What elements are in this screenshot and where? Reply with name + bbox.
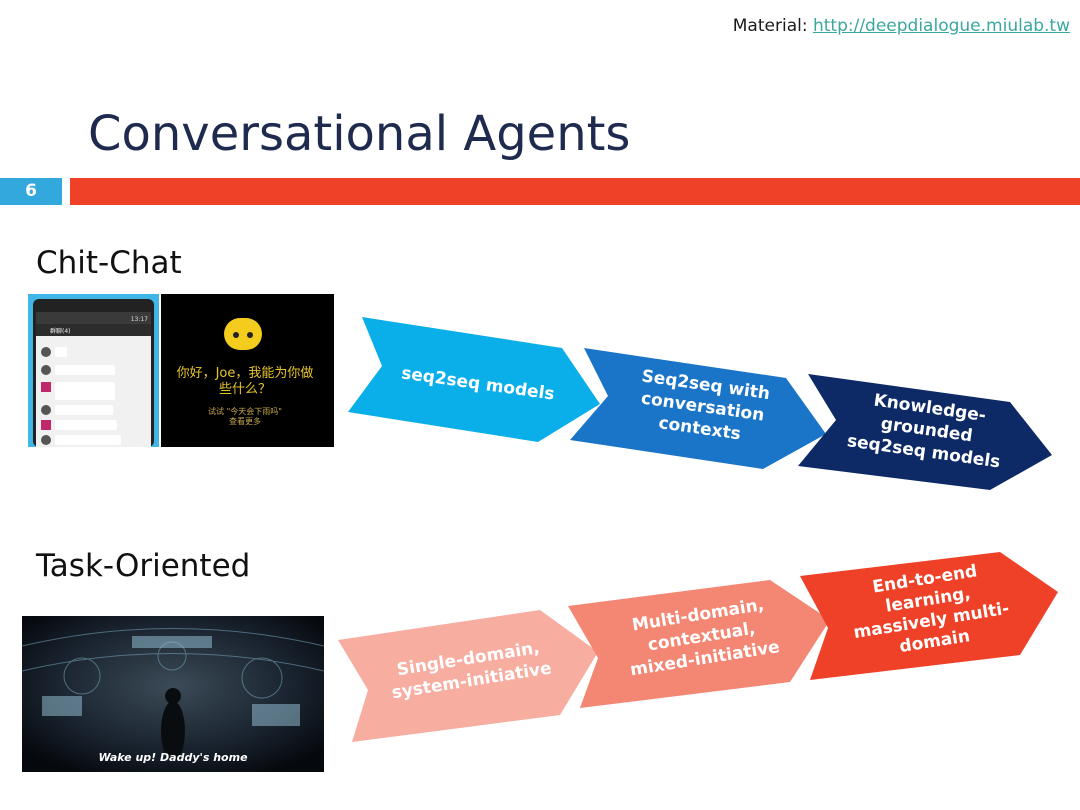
- arrow-single-domain: Single-domain, system-initiative: [338, 610, 598, 742]
- slide-number: 6: [0, 178, 62, 205]
- material-link[interactable]: http://deepdialogue.miulab.tw: [812, 16, 1070, 36]
- assistant-greeting-line1: 你好，Joe，我能为你做: [177, 366, 314, 381]
- arrow-seq2seq-models: seq2seq models: [348, 317, 600, 442]
- chat-app-screenshot: 13:17 群聊(4): [28, 294, 159, 447]
- title-accent-bar: [70, 178, 1080, 205]
- section-chitchat: Chit-Chat: [36, 245, 182, 281]
- movie-caption: Wake up! Daddy's home: [98, 751, 248, 764]
- arrow-seq2seq-context: Seq2seq with conversation contexts: [570, 348, 826, 469]
- phone-time: 13:17: [131, 316, 148, 323]
- section-task-oriented: Task-Oriented: [36, 548, 251, 584]
- assistant-greeting-line2: 些什么？: [219, 382, 271, 397]
- arrow-multi-domain: Multi-domain, contextual, mixed-initiati…: [568, 580, 830, 708]
- chat-messages: [41, 347, 121, 445]
- assistant-screenshot: 你好，Joe，我能为你做 些什么？ 试试 "今天会下雨吗" 查看更多: [161, 294, 334, 447]
- arrow-knowledge-grounded: Knowledge- grounded seq2seq models: [798, 374, 1052, 490]
- assistant-avatar-icon: [224, 318, 262, 350]
- material-prefix: Material:: [732, 16, 813, 36]
- slide-title: Conversational Agents: [88, 106, 631, 162]
- movie-still-image: Wake up! Daddy's home: [22, 616, 324, 772]
- material-credit: Material: http://deepdialogue.miulab.tw: [733, 16, 1070, 36]
- assistant-hint-line2: 查看更多: [229, 416, 261, 426]
- assistant-hint-line1: 试试 "今天会下雨吗": [208, 406, 282, 416]
- phone-chat-header: 群聊(4): [50, 327, 71, 335]
- arrow-end-to-end: End-to-end learning, massively multi- do…: [800, 552, 1058, 680]
